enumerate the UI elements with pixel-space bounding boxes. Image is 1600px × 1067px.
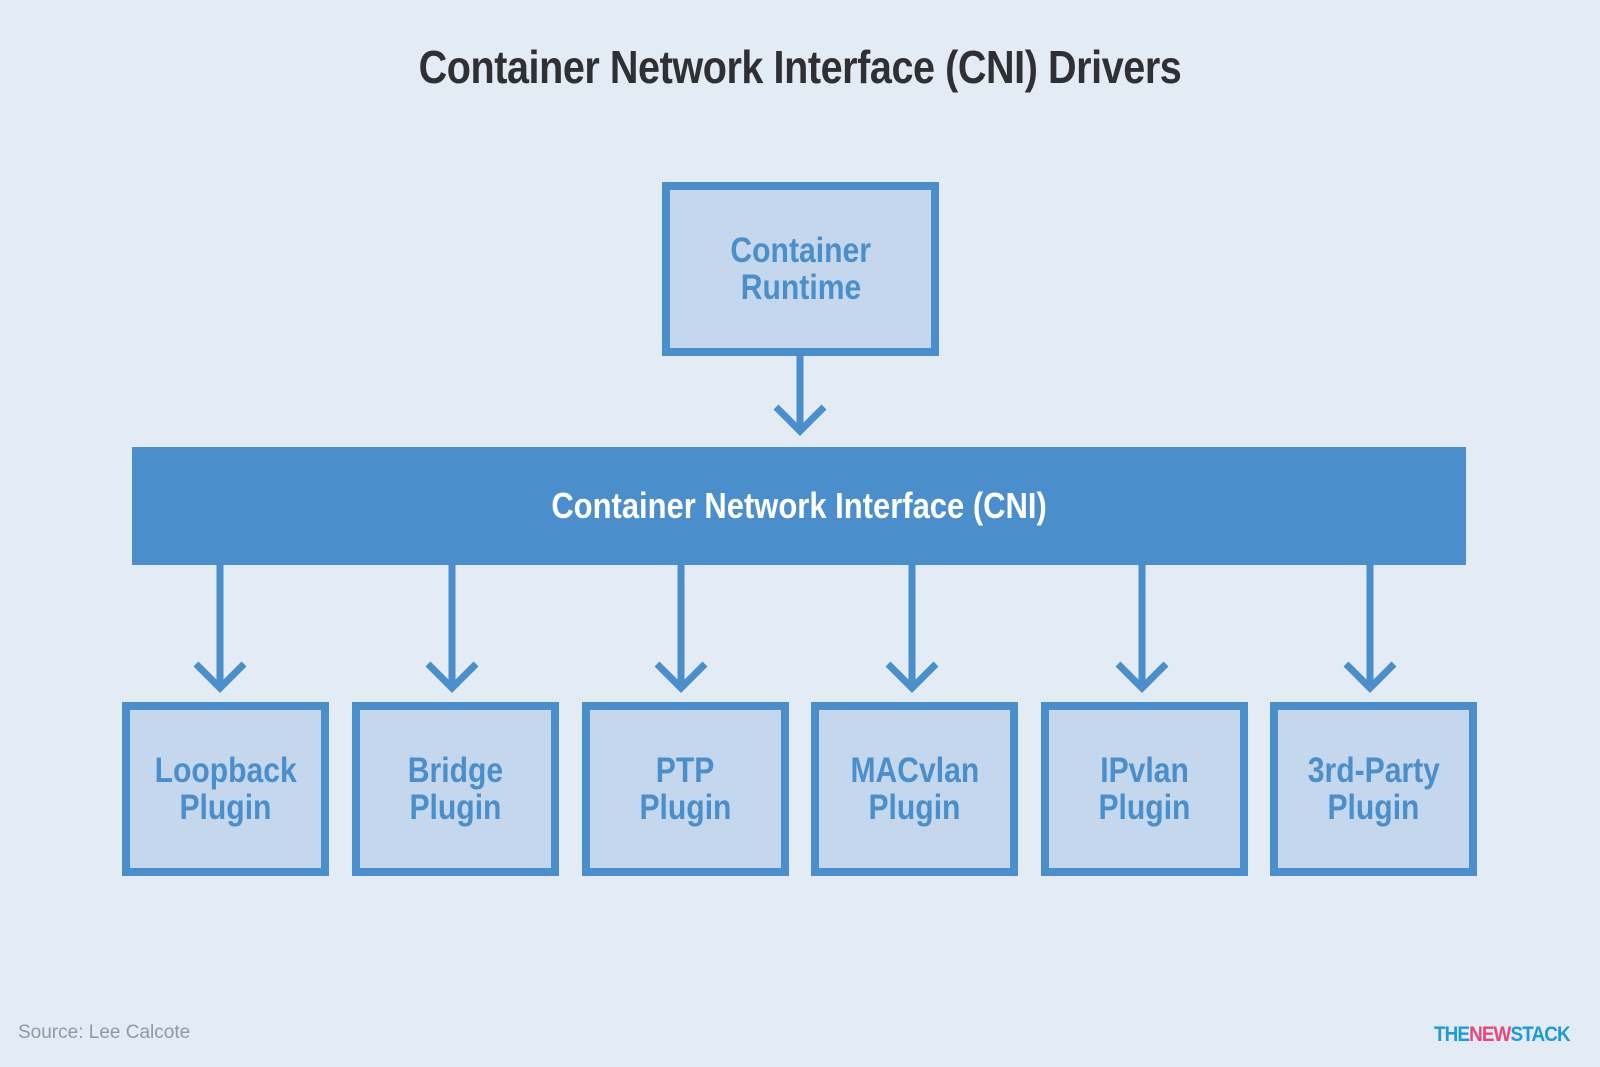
cni-bar: Container Network Interface (CNI) — [132, 447, 1466, 565]
container-runtime-label-line1: Container — [730, 231, 871, 270]
arrow-cni-to-3rd-party — [1343, 565, 1397, 693]
plugin-label-line1: Loopback — [154, 751, 297, 790]
ptp-plugin-box: PTP Plugin — [582, 702, 789, 876]
arrow-cni-to-ipvlan — [1115, 565, 1169, 693]
plugin-label-line1: IPvlan — [1100, 751, 1189, 790]
container-runtime-label-line2: Runtime — [740, 268, 861, 307]
source-credit: Source: Lee Calcote — [18, 1022, 191, 1043]
plugin-label-line2: Plugin — [639, 788, 732, 827]
arrow-runtime-to-cni — [773, 356, 827, 436]
plugin-label-line1: 3rd-Party — [1307, 751, 1440, 790]
plugin-label-line2: Plugin — [1327, 788, 1420, 827]
bridge-plugin-box: Bridge Plugin — [352, 702, 559, 876]
arrow-cni-to-bridge — [425, 565, 479, 693]
container-runtime-box: Container Runtime — [662, 182, 939, 356]
plugin-label-line2: Plugin — [179, 788, 272, 827]
loopback-plugin-box: Loopback Plugin — [122, 702, 329, 876]
plugin-label-line1: Bridge — [407, 751, 504, 790]
macvlan-plugin-box: MACvlan Plugin — [811, 702, 1018, 876]
3rd-party-plugin-box: 3rd-Party Plugin — [1270, 702, 1477, 876]
arrow-cni-to-ptp — [654, 565, 708, 693]
plugin-label-line2: Plugin — [1098, 788, 1191, 827]
page-title: Container Network Interface (CNI) Driver… — [418, 41, 1182, 93]
cni-bar-label: Container Network Interface (CNI) — [551, 485, 1047, 526]
arrow-cni-to-macvlan — [885, 565, 939, 693]
logo-new: NEW — [1469, 1023, 1511, 1046]
plugin-label-line1: MACvlan — [850, 751, 979, 790]
thenewstack-logo: THENEWSTACK — [1434, 1023, 1571, 1047]
ipvlan-plugin-box: IPvlan Plugin — [1041, 702, 1248, 876]
plugin-label-line2: Plugin — [409, 788, 502, 827]
arrow-cni-to-loopback — [193, 565, 247, 693]
logo-stack: STACK — [1510, 1023, 1571, 1046]
logo-the: THE — [1434, 1023, 1470, 1046]
plugin-label-line1: PTP — [656, 751, 715, 790]
plugin-label-line2: Plugin — [868, 788, 961, 827]
